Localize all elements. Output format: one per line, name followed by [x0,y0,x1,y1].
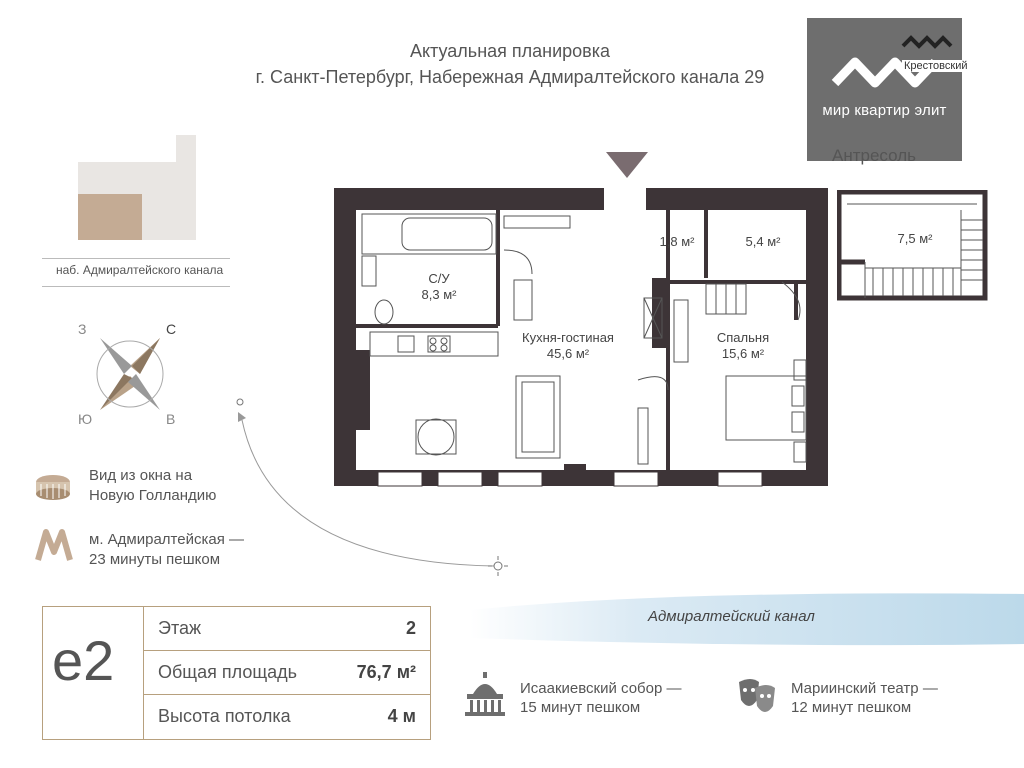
logo-mark-icon [831,35,953,88]
room-kitchen-living: Кухня-гостиная 45,6 м² [512,330,624,362]
table-row-area: Общая площадь 76,7 м² [143,651,430,695]
site-plan-map [78,135,196,240]
sun-icon [493,561,503,571]
table-key-ceiling: Высота потолка [158,706,291,726]
room-kitchen-area: 45,6 м² [546,346,590,361]
table-key-area: Общая площадь [158,662,298,682]
partner-logo: Крестовский [902,60,970,72]
feature-metro: м. Адмиралтейская — 23 минуты пешком [89,530,244,570]
brand-logo[interactable]: Крестовский мир квартир элит [807,18,970,161]
room-bedroom-name: Спальня [716,330,770,345]
floor-plan [334,152,828,487]
embankment-label: наб. Адмиралтейского канала [56,263,224,277]
mezzanine-title: Антресоль [832,146,916,165]
feature-view-line2: Новую Голландию [89,487,217,504]
table-value-floor: 2 [405,618,416,638]
feature-metro-line1: м. Адмиралтейская — [89,531,244,548]
apartment-info-table: Этаж 2 Общая площадь 76,7 м² Высота пото… [42,606,431,740]
feature-view-line1: Вид из окна на [89,467,193,484]
room-bathroom: С/У 8,3 м² [404,271,474,303]
poi-cathedral-line2: 15 минут пешком [520,699,641,716]
room-storage-area: 5,4 м² [745,234,781,249]
metro-icon [35,529,73,561]
compass-east: В [166,411,176,427]
theatre-masks-icon [739,679,775,712]
compass-rose-icon [96,338,164,410]
room-kitchen-name: Кухня-гостиная [522,330,614,345]
room-hall-area: 1,8 м² [659,234,695,249]
mezzanine-plan [837,190,988,301]
sun-path [236,398,508,576]
poi-theatre-line1: Мариинский театр — [791,680,938,697]
embankment-line-top [42,258,230,259]
compass-north: С [166,321,177,337]
canal-label: Адмиралтейский канал [648,608,815,625]
address: г. Санкт-Петербург, Набережная Адмиралте… [255,67,765,87]
poi-theatre: Мариинский театр — 12 минут пешком [791,679,938,717]
table-row-floor: Этаж 2 [143,607,430,651]
table-value-area: 76,7 м² [356,662,416,682]
cathedral-icon [465,672,505,716]
table-key-floor: Этаж [158,618,202,638]
poi-theatre-line2: 12 минут пешком [791,699,912,716]
compass-south: Ю [78,411,93,427]
holland-island-icon [36,475,70,500]
embankment-line-bottom [42,286,230,287]
canal-water [470,593,1024,646]
compass-west: З [78,321,87,337]
table-divider [143,607,144,739]
poi-cathedral: Исаакиевский собор — 15 минут пешком [520,679,682,717]
page-title: Актуальная планировка [409,41,611,61]
room-bedroom-area: 15,6 м² [721,346,765,361]
entrance-arrow-icon [606,152,648,178]
table-row-ceiling: Высота потолка 4 м [143,695,430,738]
brand-name: мир квартир элит [822,102,947,119]
table-value-ceiling: 4 м [387,706,416,726]
feature-view: Вид из окна на Новую Голландию [89,466,216,506]
room-bathroom-name: С/У [428,271,450,286]
floor-badge: е2 [52,629,115,692]
room-bathroom-area: 8,3 м² [421,287,457,302]
moon-icon [236,398,244,406]
poi-cathedral-line1: Исаакиевский собор — [520,680,682,697]
feature-metro-line2: 23 минуты пешком [89,551,221,568]
mezzanine-area: 7,5 м² [897,231,933,246]
room-bedroom: Спальня 15,6 м² [705,330,781,362]
